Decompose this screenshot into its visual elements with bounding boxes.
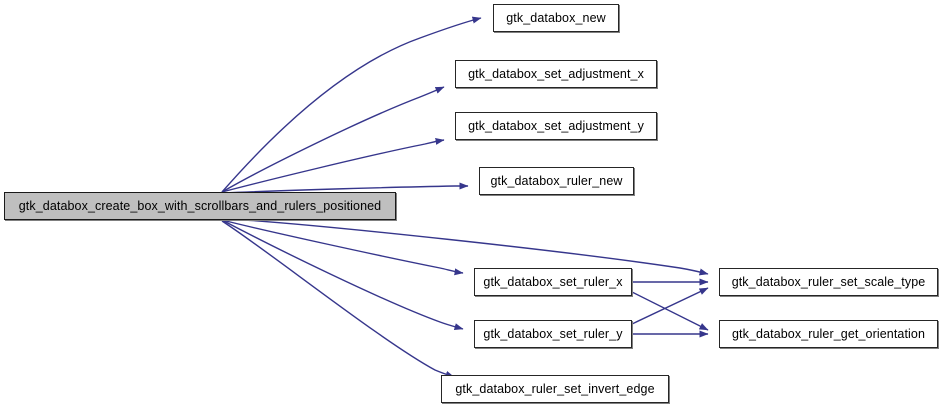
graph-edge xyxy=(221,86,445,193)
graph-edge xyxy=(631,287,709,325)
graph-edge xyxy=(221,137,445,193)
graph-edge xyxy=(221,182,469,194)
graph-node-label: gtk_databox_ruler_set_scale_type xyxy=(731,274,926,289)
graph-node-set_adjustment_x[interactable]: gtk_databox_set_adjustment_x xyxy=(455,60,657,88)
graph-edge xyxy=(244,219,709,276)
graph-edges xyxy=(221,16,709,378)
graph-node-ruler_new[interactable]: gtk_databox_ruler_new xyxy=(479,167,634,195)
graph-edge xyxy=(221,220,455,378)
graph-node-label: gtk_databox_set_ruler_y xyxy=(483,326,623,341)
graph-node-set_ruler_x[interactable]: gtk_databox_set_ruler_x xyxy=(474,268,632,296)
graph-node-label: gtk_databox_create_box_with_scrollbars_a… xyxy=(18,198,382,213)
graph-edge xyxy=(631,291,709,331)
graph-node-root[interactable]: gtk_databox_create_box_with_scrollbars_a… xyxy=(4,192,396,220)
graph-node-ruler_set_invert_edge[interactable]: gtk_databox_ruler_set_invert_edge xyxy=(441,375,669,403)
graph-edge xyxy=(221,219,464,276)
graph-node-databox_new[interactable]: gtk_databox_new xyxy=(493,4,619,32)
graph-edge xyxy=(221,219,464,331)
graph-node-set_ruler_y[interactable]: gtk_databox_set_ruler_y xyxy=(474,320,632,348)
graph-node-label: gtk_databox_ruler_new xyxy=(490,173,623,188)
graph-node-ruler_get_orientation[interactable]: gtk_databox_ruler_get_orientation xyxy=(719,320,938,348)
graph-node-label: gtk_databox_set_ruler_x xyxy=(483,274,623,289)
graph-edge xyxy=(221,16,482,193)
graph-node-set_adjustment_y[interactable]: gtk_databox_set_adjustment_y xyxy=(455,112,657,140)
graph-node-label: gtk_databox_set_adjustment_x xyxy=(468,66,644,81)
graph-node-ruler_set_scale_type[interactable]: gtk_databox_ruler_set_scale_type xyxy=(719,268,938,296)
graph-node-label: gtk_databox_ruler_get_orientation xyxy=(731,326,926,341)
graph-node-label: gtk_databox_ruler_set_invert_edge xyxy=(455,381,655,396)
graph-node-label: gtk_databox_set_adjustment_y xyxy=(468,118,644,133)
graph-node-label: gtk_databox_new xyxy=(506,10,606,25)
